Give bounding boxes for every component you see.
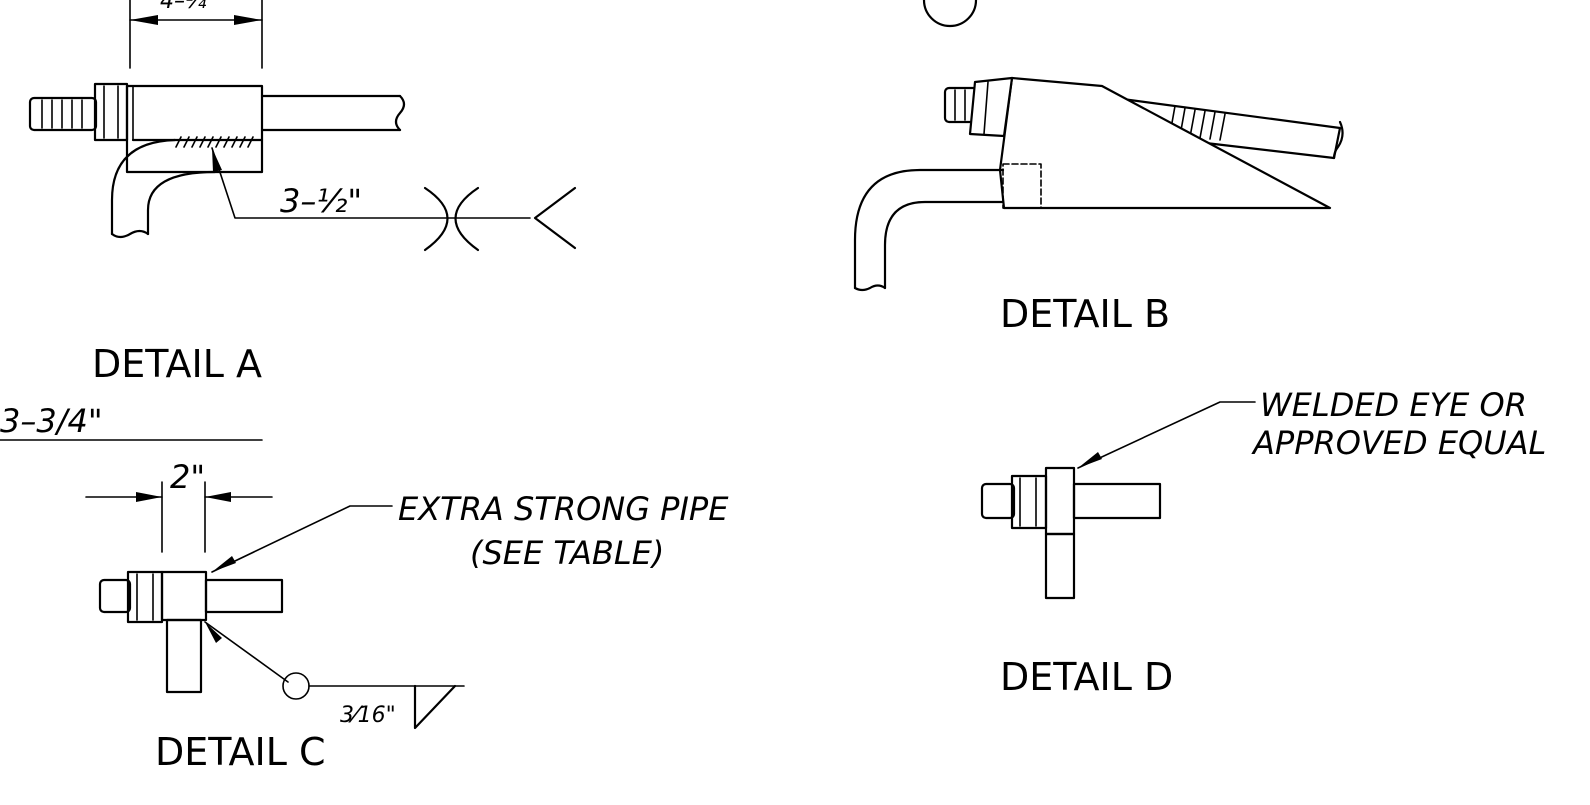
detail-a-weld-length: 3–½" bbox=[280, 182, 362, 220]
detail-c-drawing: 3–3/4" 2" EXTRA STRONG PIPE (SEE TABLE) … bbox=[0, 402, 729, 774]
detail-c-pipe-note-line1: EXTRA STRONG PIPE bbox=[398, 490, 729, 528]
detail-a-drawing: 4–¼ 3–½" bbox=[28, 0, 577, 386]
detail-c-weld-size: 3⁄16" bbox=[340, 703, 396, 728]
detail-d-note-line1: WELDED EYE OR bbox=[1260, 386, 1527, 424]
detail-b-title: DETAIL B bbox=[1000, 292, 1170, 336]
detail-d-drawing: WELDED EYE OR APPROVED EQUAL DETAIL D bbox=[980, 386, 1546, 699]
detail-c-width-label: 2" bbox=[170, 458, 205, 496]
detail-d-title: DETAIL D bbox=[1000, 655, 1173, 699]
detail-c-length-label: 3–3/4" bbox=[0, 402, 103, 440]
detail-a-title: DETAIL A bbox=[92, 342, 262, 386]
detail-c-pipe-note-line2: (SEE TABLE) bbox=[470, 534, 664, 572]
detail-d-note-line2: APPROVED EQUAL bbox=[1251, 424, 1546, 462]
detail-b-drawing: DETAIL B bbox=[853, 0, 1344, 336]
detail-a-top-dimension: 4–¼ bbox=[160, 0, 207, 14]
detail-c-title: DETAIL C bbox=[155, 730, 326, 774]
